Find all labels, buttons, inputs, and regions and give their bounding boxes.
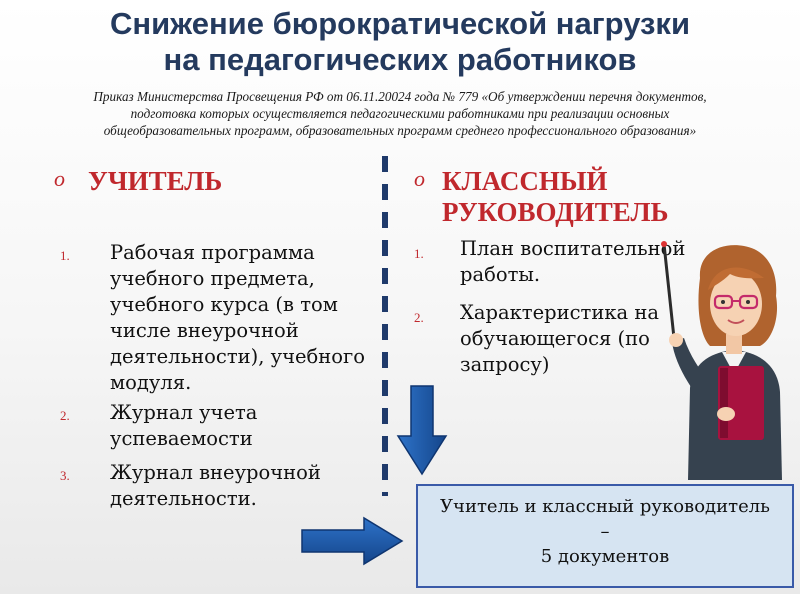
order-line-1: Приказ Министерства Просвещения РФ от 06… (93, 89, 707, 104)
result-line-3: 5 документов (540, 546, 670, 567)
teacher-item-1-line-4: числе внеурочной (110, 319, 299, 342)
teacher-item-3: Журнал внеурочной деятельности. (110, 460, 321, 512)
teacher-item-1-line-2: учебного предмета, (110, 267, 315, 290)
page-title: Снижение бюрократической нагрузки на пед… (0, 6, 800, 78)
class-teacher-item-2-number: 2. (414, 310, 424, 325)
teacher-item-1-line-3: учебного курса (в том (110, 293, 338, 316)
result-line-2: – (600, 521, 610, 542)
order-line-2: подготовка которых осуществляется педаго… (130, 106, 670, 121)
class-teacher-heading-bullet: o (414, 166, 425, 191)
teacher-heading-bullet: o (54, 166, 65, 191)
result-box: Учитель и классный руководитель – 5 доку… (416, 484, 794, 588)
teacher-item-2: Журнал учета успеваемости (110, 400, 257, 452)
title-line-1: Снижение бюрократической нагрузки (109, 6, 691, 41)
class-teacher-item-2-line-2: обучающегося (по (460, 327, 650, 350)
teacher-item-2-number: 2. (60, 408, 70, 423)
class-teacher-heading-line-2: РУКОВОДИТЕЛЬ (442, 197, 669, 227)
column-divider (382, 156, 388, 496)
teacher-item-1-line-6: модуля. (110, 371, 192, 394)
class-teacher-item-2: Характеристика на обучающегося (по запро… (460, 300, 659, 378)
teacher-heading: УЧИТЕЛЬ (88, 166, 223, 196)
teacher-item-3-line-2: деятельности. (110, 487, 257, 510)
class-teacher-item-1-number: 1. (414, 246, 424, 261)
teacher-item-1-line-5: деятельности), учебного (110, 345, 365, 368)
teacher-item-1: Рабочая программа учебного предмета, уче… (110, 240, 365, 396)
right-arrow-icon (301, 516, 404, 566)
title-line-2: на педагогических работников (163, 42, 637, 77)
teacher-item-3-number: 3. (60, 468, 70, 483)
class-teacher-item-1-line-1: План воспитательной (460, 237, 686, 260)
order-reference: Приказ Министерства Просвещения РФ от 06… (6, 88, 794, 139)
teacher-illustration (661, 241, 782, 480)
teacher-item-2-line-1: Журнал учета (110, 401, 258, 424)
class-teacher-item-1: План воспитательной работы. (460, 236, 685, 288)
order-line-3: общеобразовательных программ, образовате… (103, 123, 697, 138)
teacher-item-1-number: 1. (60, 248, 70, 263)
class-teacher-heading-line-1: КЛАССНЫЙ (442, 166, 608, 196)
down-arrow-icon (396, 385, 448, 476)
teacher-item-1-line-1: Рабочая программа (110, 241, 315, 264)
result-line-1: Учитель и классный руководитель (440, 496, 770, 517)
class-teacher-heading: КЛАССНЫЙ РУКОВОДИТЕЛЬ (442, 166, 668, 228)
class-teacher-item-2-line-3: запросу) (460, 353, 550, 376)
class-teacher-item-2-line-1: Характеристика на (460, 301, 659, 324)
class-teacher-item-1-line-2: работы. (460, 263, 541, 286)
teacher-item-3-line-1: Журнал внеурочной (110, 461, 321, 484)
teacher-item-2-line-2: успеваемости (110, 427, 253, 450)
